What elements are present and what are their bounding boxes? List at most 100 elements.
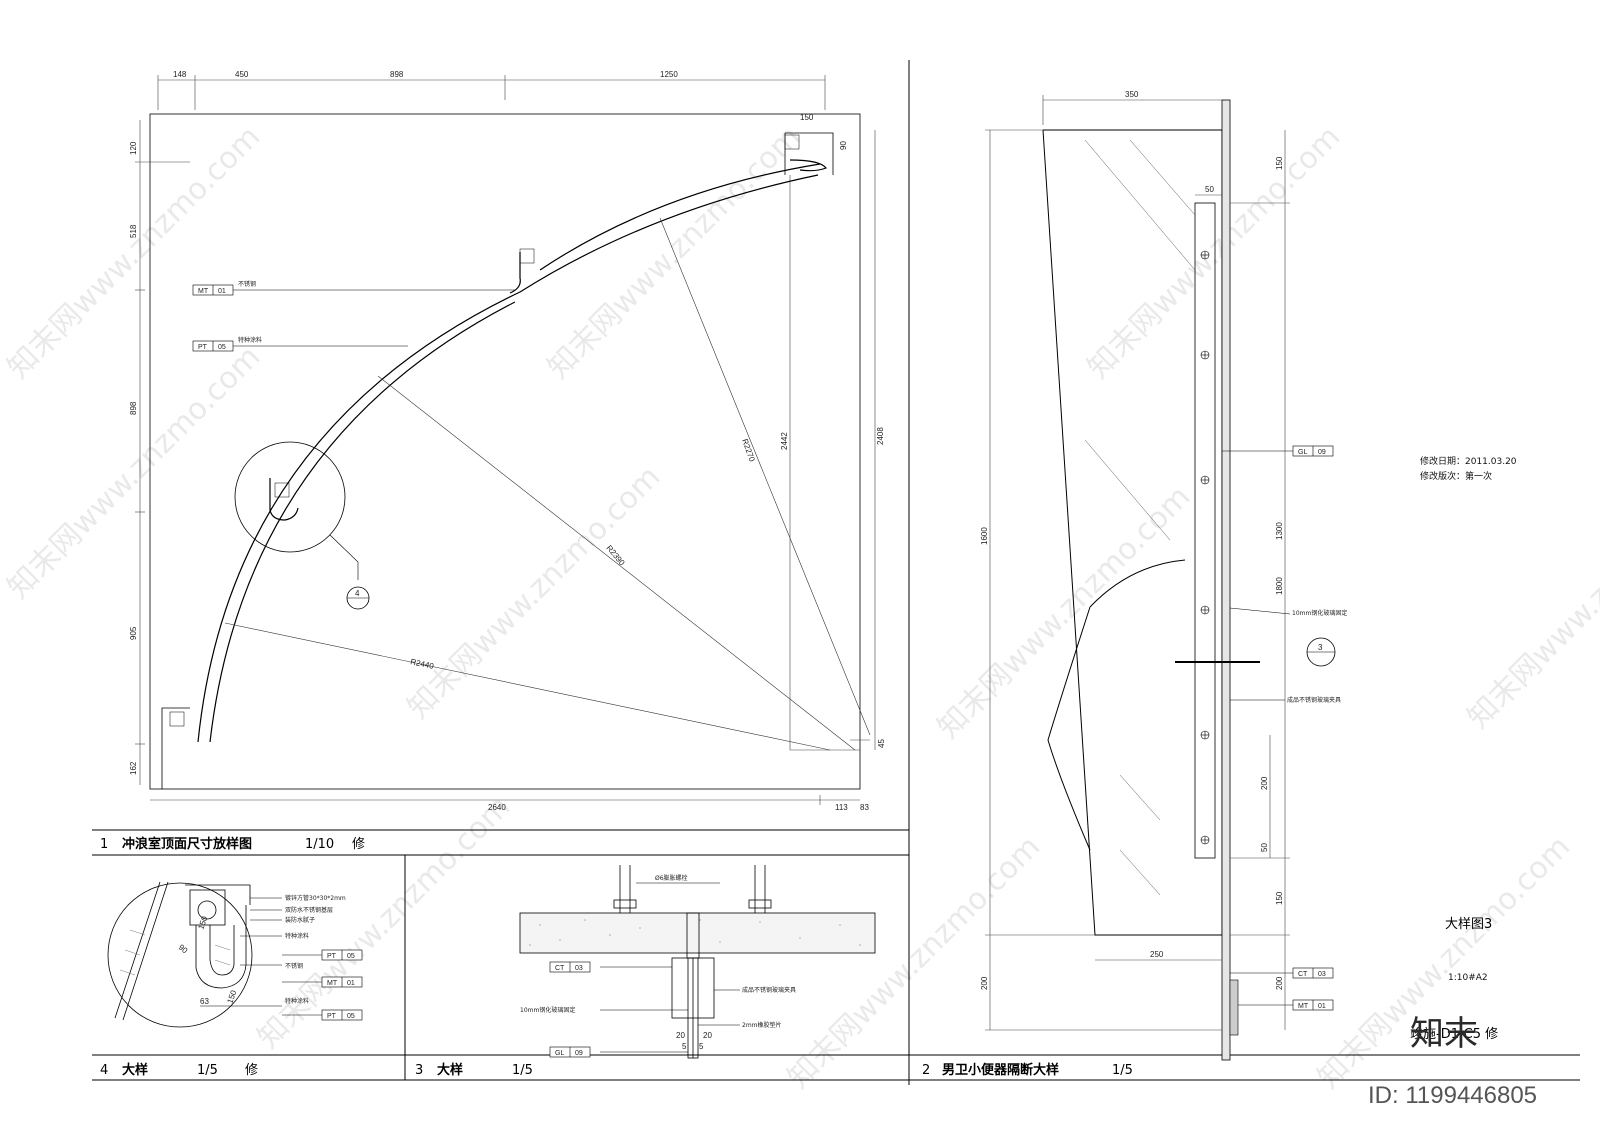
drawing-3-scale: 1/5	[512, 1063, 533, 1078]
dim-top: 350	[1125, 90, 1139, 99]
drawing-1-title: 冲浪室顶面尺寸放样图	[122, 836, 252, 852]
drawing-3-number: 3	[415, 1063, 423, 1078]
drawing-4-number: 4	[100, 1063, 108, 1078]
watermark: 知末网www.znzmo.com	[781, 829, 1047, 1095]
svg-text:05: 05	[347, 1013, 355, 1020]
dim-right: 50	[1260, 843, 1269, 852]
drawing-1-number: 1	[100, 837, 108, 852]
dim-left: 898	[129, 401, 138, 415]
dim-top: 1250	[660, 70, 678, 79]
note: 2mm橡胶垫片	[742, 1021, 782, 1029]
dim-right: 200	[1260, 776, 1269, 790]
id-text: ID: 1199446805	[1368, 1082, 1537, 1109]
dim: 90	[177, 943, 190, 956]
section-marker-number: 3	[1318, 643, 1323, 652]
drawing-3-detail: Ø6膨胀螺栓 成品不锈钢玻璃夹具 10mm钢化玻璃固定 2mm橡胶垫片 CT 0…	[415, 865, 876, 1078]
callout-mt01: MT 01	[282, 976, 363, 988]
note: 不锈钢	[285, 962, 303, 970]
dim-top: 150	[1275, 156, 1284, 170]
dim-right: 150	[1275, 891, 1284, 905]
note: 特种涂料	[285, 932, 309, 940]
dim-top: 450	[235, 70, 249, 79]
dim-left: 162	[129, 761, 138, 775]
bolt-icon	[1200, 250, 1210, 845]
svg-text:01: 01	[218, 288, 226, 295]
svg-text:CT: CT	[555, 965, 565, 972]
sheet-frame	[92, 60, 1580, 1085]
dim: 20	[676, 1031, 685, 1040]
svg-text:GL: GL	[1298, 449, 1307, 456]
callout-ct03: CT 03	[1230, 967, 1334, 979]
svg-text:GL: GL	[555, 1050, 564, 1057]
callout-gl09: GL 09	[549, 1046, 591, 1058]
drawing-1-ceiling-layout: 148 450 898 1250 120 518 898 905 162 150…	[100, 70, 886, 852]
svg-text:05: 05	[218, 344, 226, 351]
drawing-2-caption: 大样图3	[1445, 917, 1492, 932]
svg-text:05: 05	[347, 953, 355, 960]
dim-left: 905	[129, 626, 138, 640]
revision-version: 修改版次：第一次	[1420, 470, 1492, 482]
drawing-3-title: 大样	[437, 1062, 463, 1078]
note: Ø6膨胀螺栓	[655, 874, 688, 882]
svg-text:03: 03	[575, 965, 583, 972]
dim-right: 45	[877, 739, 886, 748]
section-marker-number: 4	[355, 589, 360, 598]
dim-right: 200	[1275, 976, 1284, 990]
drawing-4-scale: 1/5	[197, 1063, 218, 1078]
watermark: 知末网www.znzmo.com	[1081, 119, 1347, 385]
callout-pt05: PT 05	[282, 1009, 363, 1021]
watermark: 知末网www.znzmo.com	[401, 459, 667, 725]
drawing-2-caption-scale: 1:10#A2	[1448, 973, 1488, 983]
drawing-2-scale: 1/5	[1112, 1063, 1133, 1078]
callout-mt01: MT 01 不锈钢	[192, 280, 515, 296]
note: 双防水不锈钢基层	[285, 906, 333, 914]
watermark: 知末网www.znzmo.com	[1311, 829, 1577, 1095]
svg-text:CT: CT	[1298, 971, 1308, 978]
note: 装防水腻子	[285, 916, 315, 924]
svg-text:MT: MT	[327, 980, 338, 987]
dim-bottom: 113	[835, 803, 848, 812]
svg-text:09: 09	[575, 1050, 583, 1057]
callout-pt05: PT 05	[282, 949, 363, 961]
dim-bottom: 250	[1150, 950, 1164, 959]
note: 10mm钢化玻璃固定	[520, 1006, 575, 1014]
dim-left: 200	[980, 976, 989, 990]
note: 镀锌方管30*30*2mm	[285, 894, 346, 902]
svg-text:PT: PT	[198, 344, 208, 351]
watermark: 知末网www.znzmo.com	[1461, 469, 1600, 735]
dim: 150	[196, 915, 209, 931]
svg-text:09: 09	[1318, 449, 1326, 456]
drawing-2-number: 2	[922, 1063, 930, 1078]
dim-bottom: 2640	[488, 803, 506, 812]
dim-bottom: 83	[860, 803, 869, 812]
drawing-4-detail: 镀锌方管30*30*2mm 双防水不锈钢基层 装防水腻子 特种涂料 不锈钢 特种…	[100, 881, 363, 1078]
drawing-1-mark: 修	[352, 837, 365, 852]
revision-date: 修改日期：2011.03.20	[1420, 455, 1517, 467]
svg-text:03: 03	[1318, 971, 1326, 978]
dim-right: 1800	[1275, 577, 1284, 595]
dim-left: 1600	[980, 527, 989, 545]
hatch-icon	[169, 134, 800, 727]
dim-right: 90	[839, 141, 848, 150]
radius-label: R2440	[410, 657, 435, 671]
note: 成品不锈钢玻璃夹具	[742, 986, 796, 994]
drawing-4-mark: 修	[245, 1063, 258, 1078]
svg-text:MT: MT	[1298, 1003, 1309, 1010]
svg-text:01: 01	[347, 980, 355, 987]
svg-text:不锈钢: 不锈钢	[238, 280, 256, 288]
dim-top: 50	[1205, 185, 1214, 194]
note: 成品不锈钢玻璃夹具	[1287, 696, 1341, 704]
dim-right: 2442	[780, 432, 789, 450]
watermark: 知末网www.znzmo.com	[1, 339, 267, 605]
note: 特种涂料	[285, 997, 309, 1005]
note: 10mm钢化玻璃固定	[1292, 609, 1347, 617]
watermark: 知末网www.znzmo.com	[931, 479, 1197, 745]
dim: 5	[682, 1042, 687, 1051]
dim-right: 150	[800, 113, 814, 122]
dim-right: 2408	[876, 427, 885, 445]
svg-text:MT: MT	[198, 288, 209, 295]
brand-logo: 知末	[1410, 1014, 1478, 1054]
callout-gl09: GL 09	[1222, 445, 1334, 457]
drawing-4-title: 大样	[122, 1062, 148, 1078]
